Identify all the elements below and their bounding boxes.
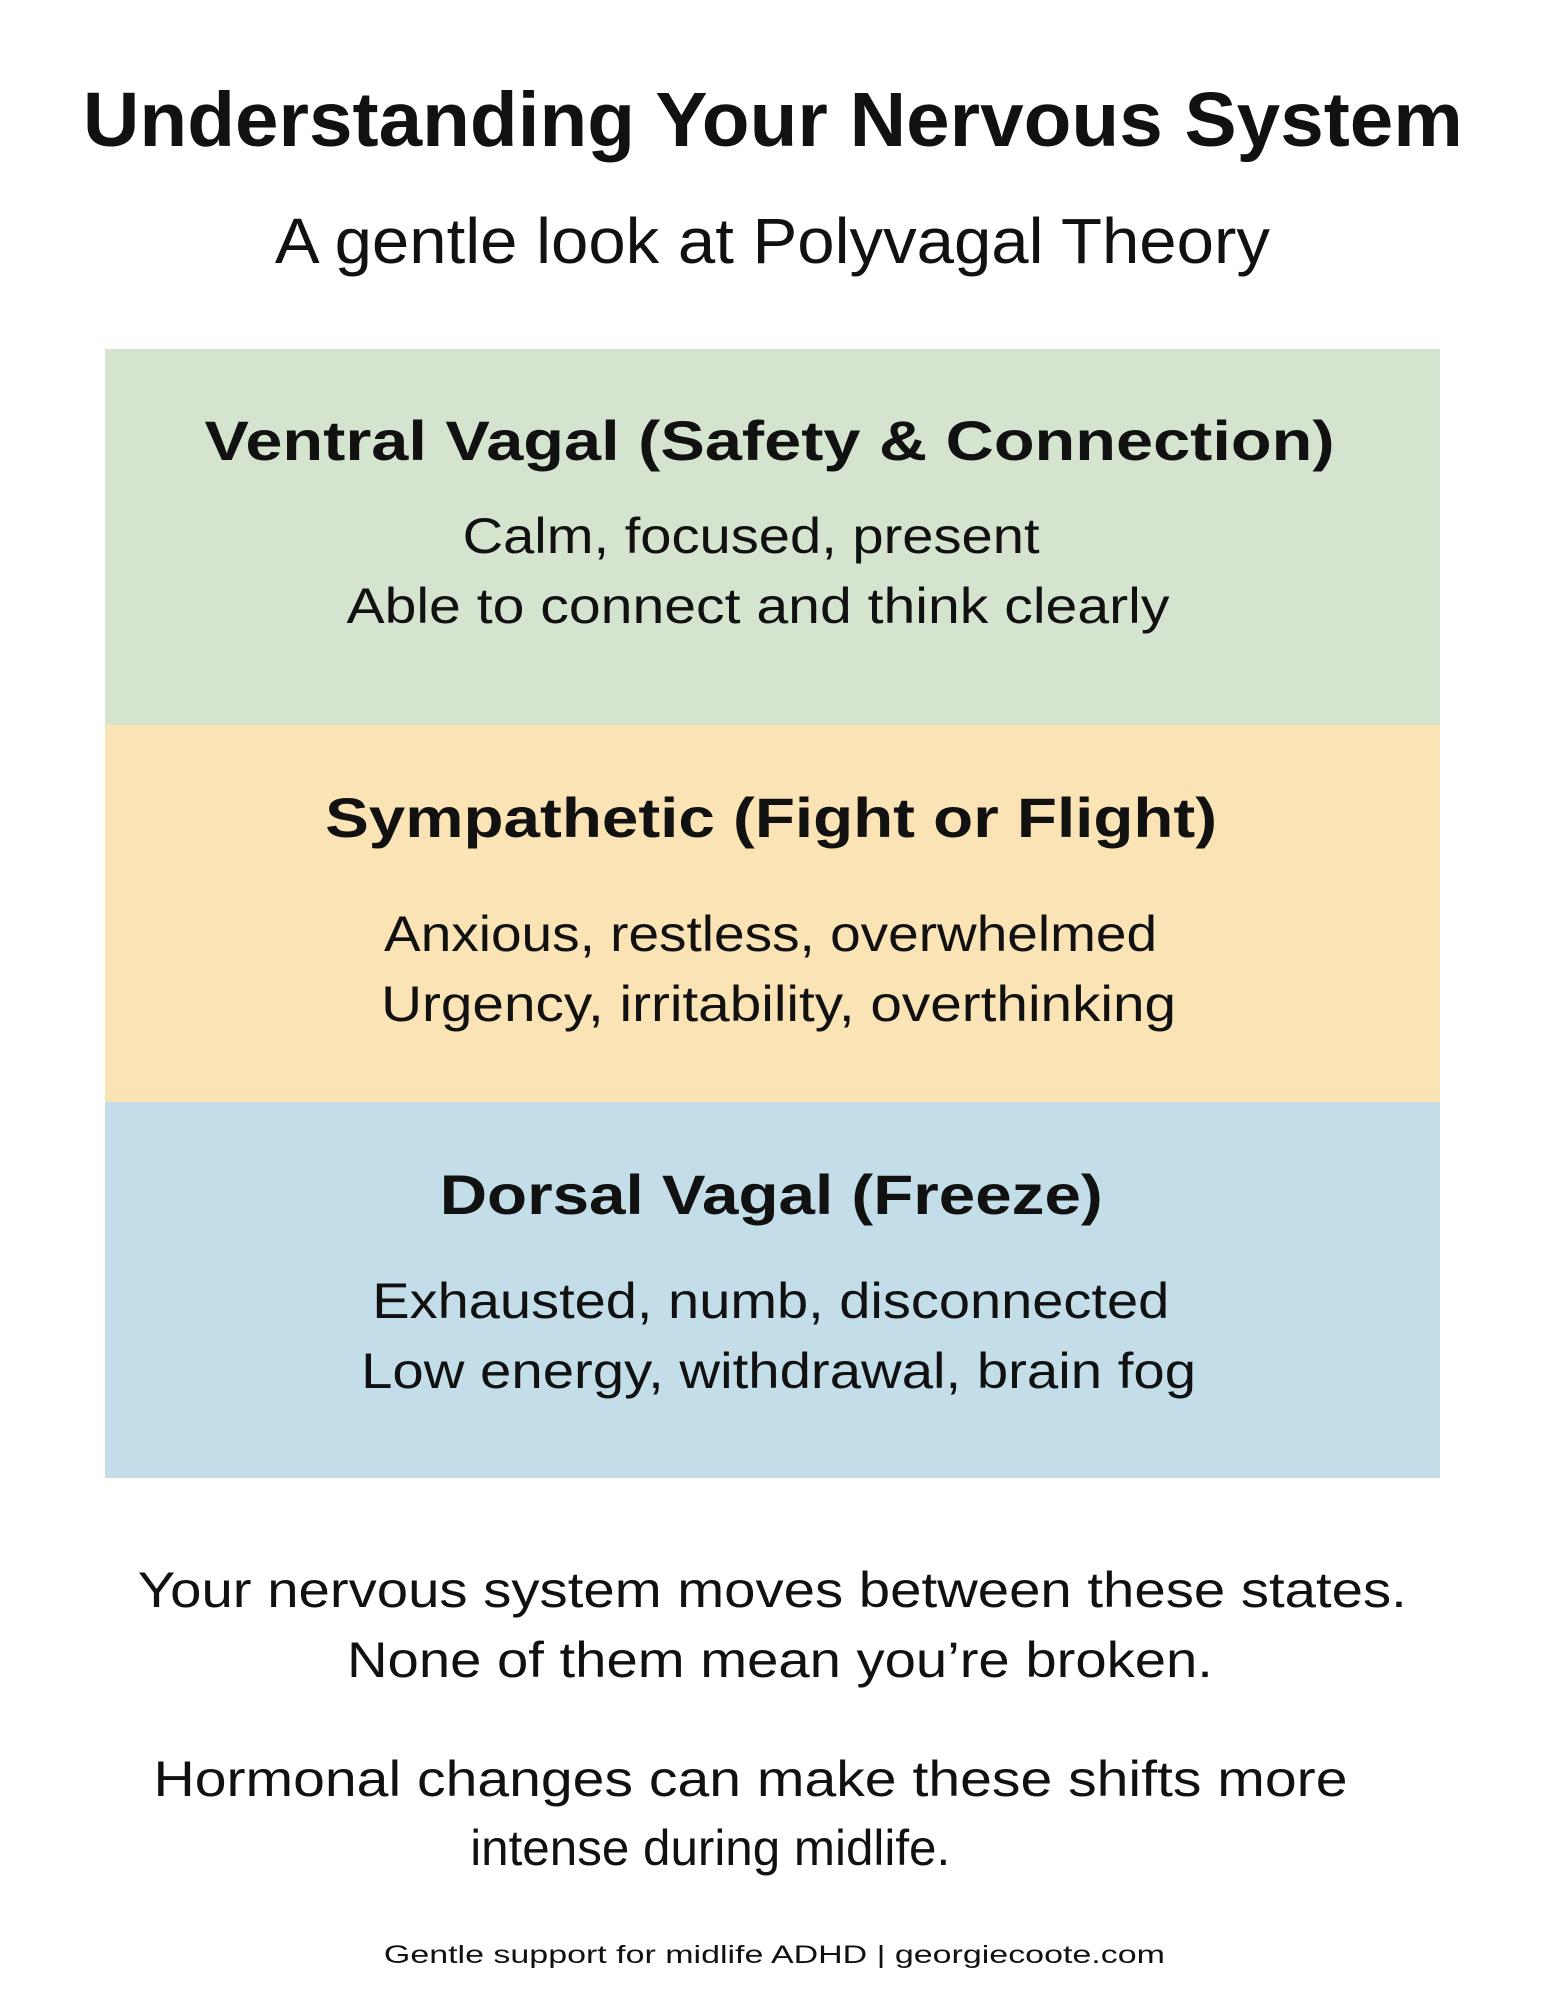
page-title: Understanding Your Nervous System (83, 77, 1463, 163)
sympathetic-heading: Sympathetic (Fight or Flight) (325, 786, 1217, 849)
ventral-description-line: Able to connect and think clearly (346, 578, 1170, 634)
closing-paragraph-line: Hormonal changes can make these shifts m… (152, 1751, 1347, 1807)
closing-paragraph-line: None of them mean you’re broken. (347, 1632, 1213, 1688)
ventral-heading: Ventral Vagal (Safety & Connection) (204, 409, 1335, 472)
state-sympathetic (105, 725, 1440, 1102)
dorsal-description-line: Exhausted, numb, disconnected (372, 1273, 1170, 1329)
page-subtitle: A gentle look at Polyvagal Theory (274, 205, 1270, 277)
dorsal-description-line: Low energy, withdrawal, brain fog (361, 1343, 1197, 1399)
closing-paragraph-line: intense during midlife. (469, 1820, 950, 1876)
state-dorsal-vagal (105, 1102, 1440, 1478)
nervous-system-states (105, 349, 1440, 1478)
footer-credit: Gentle support for midlife ADHD | georgi… (383, 1941, 1165, 1969)
ventral-description-line: Calm, focused, present (462, 508, 1040, 564)
dorsal-heading: Dorsal Vagal (Freeze) (439, 1163, 1103, 1226)
sympathetic-description-line: Anxious, restless, overwhelmed (384, 906, 1158, 962)
state-ventral-vagal (105, 349, 1440, 725)
closing-paragraph-line: Your nervous system moves between these … (137, 1562, 1407, 1618)
sympathetic-description-line: Urgency, irritability, overthinking (381, 976, 1177, 1032)
